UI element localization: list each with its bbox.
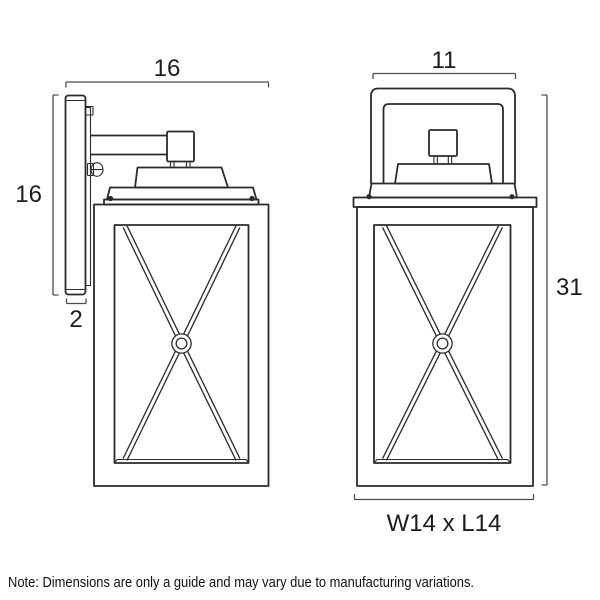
dim-label-plate-depth: 2	[69, 306, 82, 333]
glass-panel-front	[373, 224, 512, 464]
dim-label-side-width: 16	[154, 55, 181, 82]
block-legs	[169, 161, 191, 168]
bracket-outer	[370, 87, 516, 185]
dim-line-side-height	[52, 94, 59, 296]
lantern-body	[93, 203, 270, 487]
dim-label-side-height: 16	[15, 181, 42, 208]
back-plate-strip	[84, 106, 92, 287]
lantern-body-front	[356, 206, 534, 487]
rim-screw-left	[107, 195, 114, 202]
glass-panel	[113, 224, 250, 464]
dim-line-front-width	[372, 72, 517, 79]
dim-line-base	[353, 494, 535, 501]
dimensions: 16 16 2 11 31 W14 x L14	[15, 47, 582, 537]
cap-step-upper-front	[394, 163, 493, 185]
cap-step-lower	[106, 186, 258, 201]
dim-line-side-width	[65, 81, 270, 88]
dim-line-plate-depth	[65, 298, 87, 305]
top-rim-front	[352, 196, 538, 208]
front-view	[352, 87, 538, 487]
side-view	[64, 94, 270, 487]
block-legs-front	[433, 156, 453, 164]
rim-screw-right-front	[509, 194, 515, 200]
arm-block	[166, 130, 195, 163]
panel-sill-front	[373, 458, 512, 464]
cap-step-upper	[134, 166, 229, 189]
wall-plate-edge-lines	[66, 99, 85, 291]
cap-step-lower-front	[368, 182, 518, 199]
dim-line-total-height	[541, 94, 548, 486]
mounting-bolt	[86, 162, 104, 177]
wall-plate	[64, 94, 87, 296]
dim-label-front-width: 11	[432, 47, 457, 74]
arm-block-front	[428, 129, 458, 157]
plate-tab	[84, 105, 94, 116]
rim-screw-left-front	[366, 194, 372, 200]
dim-label-total-height: 31	[556, 274, 583, 301]
panel-sill	[113, 458, 250, 464]
rim-screw-right	[249, 195, 255, 202]
dim-label-base: W14 x L14	[387, 510, 502, 537]
bracket-inner	[382, 103, 504, 185]
footnote: Note: Dimensions are only a guide and ma…	[8, 574, 474, 591]
mounting-arm	[90, 134, 168, 156]
